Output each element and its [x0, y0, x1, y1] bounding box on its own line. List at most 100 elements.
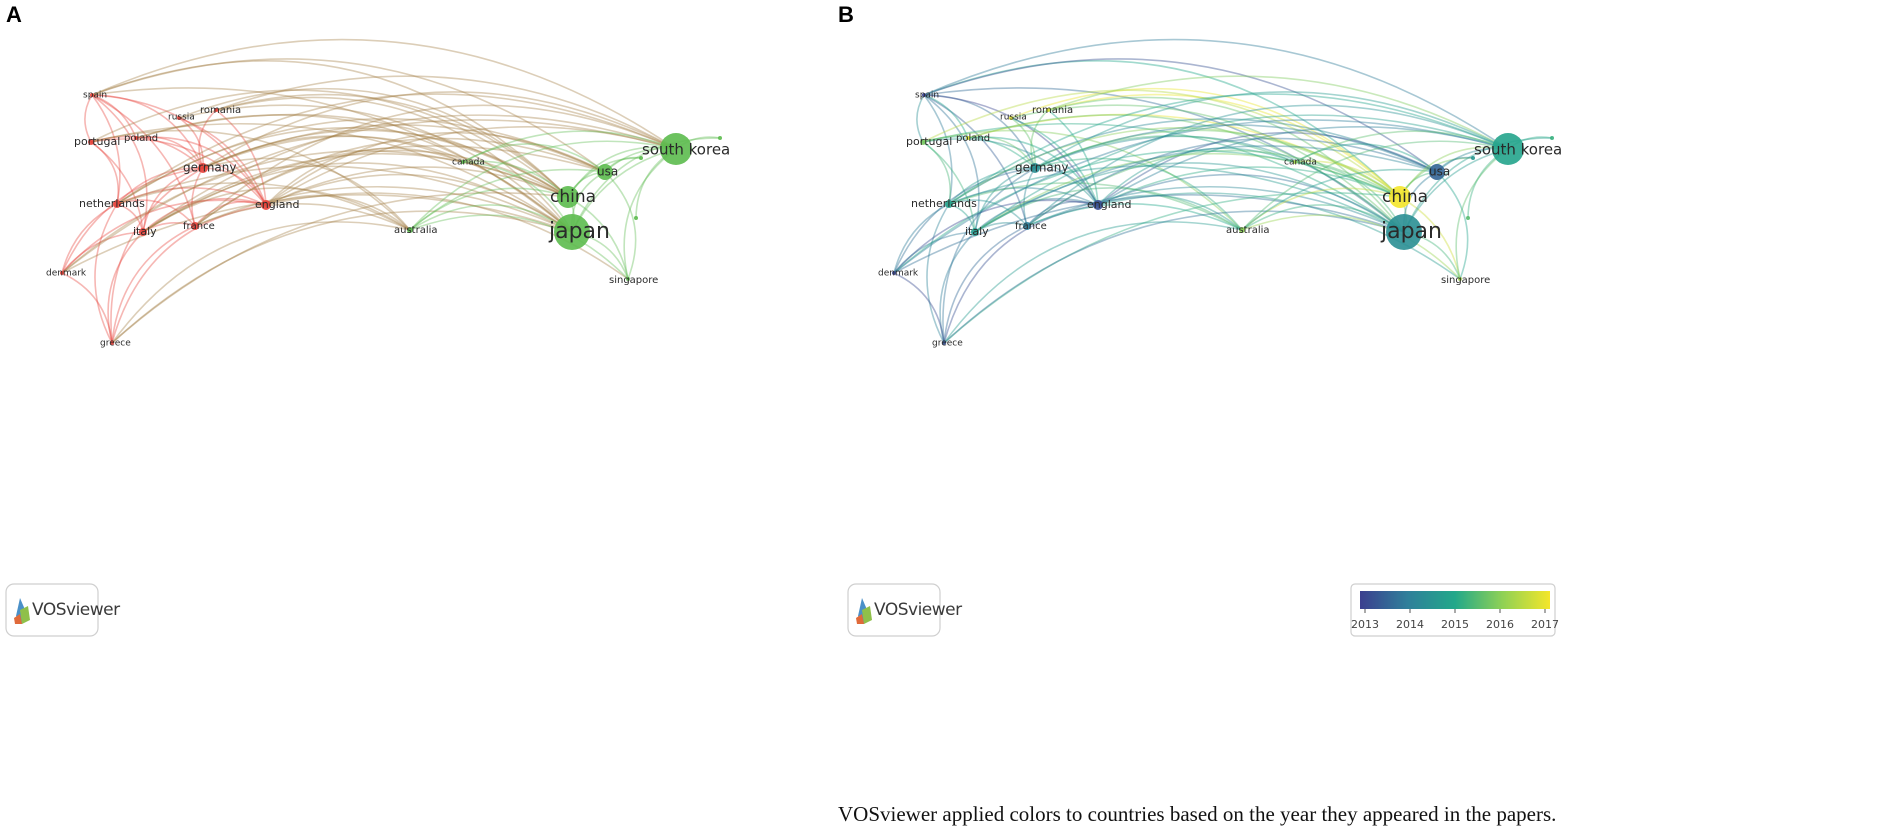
- node-france: [191, 222, 199, 230]
- node-label-germany: germany: [183, 161, 236, 175]
- network-edge: [135, 136, 267, 206]
- network-edge: [142, 114, 677, 233]
- vosviewer-logo-icon: [856, 598, 872, 624]
- network-edge: [409, 140, 677, 231]
- legend-tick-label: 2017: [1531, 618, 1559, 631]
- network-edge: [191, 167, 204, 227]
- network-edge: [926, 203, 950, 344]
- panel-a-nodes: [60, 93, 722, 345]
- legend-gradient-bar: [1360, 591, 1550, 609]
- node-node-b: [1550, 136, 1554, 140]
- network-edge: [943, 225, 1028, 344]
- network-edge: [942, 167, 1036, 344]
- network-edge: [923, 94, 980, 233]
- network-edge: [1241, 187, 1401, 231]
- network-edge: [90, 141, 144, 233]
- node-label-france: france: [1015, 221, 1047, 232]
- network-edge: [893, 272, 945, 344]
- node-romania: [214, 108, 218, 112]
- node-label-greece: greece: [932, 339, 963, 349]
- logo-frame: [5, 583, 99, 637]
- network-edge: [409, 204, 573, 233]
- network-edge: [116, 165, 573, 233]
- network-edge: [1436, 171, 1469, 280]
- logo-frame: [847, 583, 941, 637]
- network-edge: [265, 131, 606, 206]
- node-label-netherlands: netherlands: [79, 197, 145, 210]
- network-edge: [116, 118, 606, 205]
- panel-a-edges: [61, 38, 721, 344]
- node-canada: [1293, 160, 1297, 164]
- legend-tick-label: 2015: [1441, 618, 1469, 631]
- network-edge: [178, 117, 204, 169]
- node-usa: [597, 164, 613, 180]
- network-edge: [893, 231, 976, 274]
- network-edge: [571, 137, 721, 233]
- network-edge: [215, 109, 267, 206]
- node-portugal: [88, 139, 94, 145]
- network-edge: [1047, 96, 1405, 233]
- node-australia: [407, 227, 413, 233]
- node-label-australia: australia: [394, 225, 438, 236]
- panel-b-letter: B: [838, 2, 854, 27]
- network-edge: [91, 94, 121, 205]
- network-edge: [923, 94, 1036, 169]
- logo-text: VOSviewer: [874, 600, 962, 620]
- node-denmark: [60, 271, 64, 275]
- network-edge: [91, 94, 196, 227]
- node-russia: [1009, 116, 1013, 120]
- node-label-netherlands: netherlands: [911, 197, 977, 210]
- node-label-poland: poland: [956, 133, 990, 144]
- network-edge: [1047, 75, 1509, 150]
- network-edge: [1026, 104, 1509, 227]
- node-spain: [90, 93, 94, 97]
- network-edge: [111, 204, 267, 344]
- network-edge: [1399, 196, 1461, 280]
- network-edge: [91, 38, 677, 150]
- network-edge: [1034, 124, 1438, 173]
- network-edge: [202, 129, 569, 198]
- network-edge: [462, 143, 606, 173]
- node-poland: [134, 136, 138, 140]
- network-edge: [90, 129, 411, 231]
- network-edge: [202, 135, 464, 169]
- network-edge: [922, 138, 1099, 206]
- node-label-portugal: portugal: [906, 135, 952, 148]
- node-label-france: france: [183, 221, 215, 232]
- network-edge: [1097, 166, 1401, 206]
- network-edge: [91, 94, 267, 206]
- node-label-portugal: portugal: [74, 135, 120, 148]
- node-south-korea: [660, 133, 692, 165]
- network-edge: [923, 60, 1401, 198]
- network-edge: [923, 94, 969, 139]
- network-edge: [91, 94, 204, 169]
- network-edge: [1034, 157, 1243, 231]
- network-edge: [61, 194, 573, 274]
- node-england: [1093, 200, 1103, 210]
- node-label-china: china: [1382, 187, 1428, 207]
- node-label-canada: canada: [1284, 158, 1317, 168]
- network-edge: [1241, 168, 1438, 231]
- network-edge: [974, 197, 1099, 233]
- network-edge: [90, 141, 119, 205]
- panel-a-vosviewer-logo: VOSviewer: [5, 583, 121, 637]
- node-label-usa: usa: [597, 165, 618, 179]
- network-edge: [1294, 143, 1438, 173]
- network-edge: [202, 124, 606, 173]
- network-edge: [922, 129, 1243, 231]
- network-edge: [948, 199, 1028, 227]
- network-edge: [90, 138, 267, 206]
- network-edge: [1047, 93, 1401, 198]
- network-edge: [1026, 149, 1401, 227]
- network-edge: [943, 221, 1243, 344]
- network-edge: [194, 203, 411, 231]
- node-spain: [922, 93, 926, 97]
- node-label-russia: russia: [1000, 113, 1027, 123]
- network-edge: [91, 94, 148, 233]
- node-label-denmark: denmark: [878, 269, 919, 279]
- network-edge: [974, 152, 1401, 233]
- node-label-england: england: [255, 198, 299, 211]
- network-edge: [1047, 109, 1099, 206]
